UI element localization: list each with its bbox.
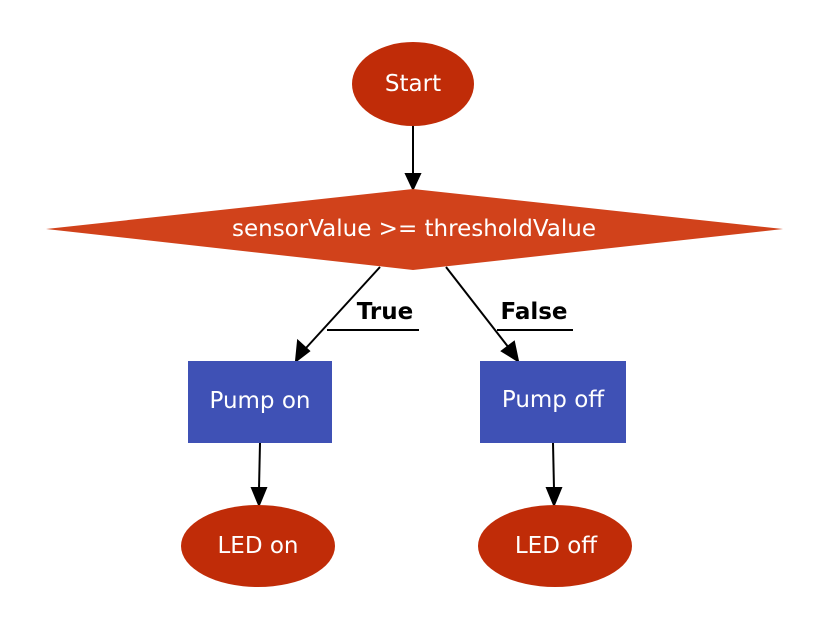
node-decision[interactable]: sensorValue >= thresholdValue [46, 189, 783, 270]
led-off-terminal-shape [478, 505, 632, 587]
arrowhead-icon [294, 338, 311, 364]
start-label: Start [385, 71, 441, 97]
edge-decision-to-pump-on: True [294, 266, 419, 364]
arrowhead-icon [250, 487, 268, 508]
node-pump-off[interactable]: Pump off [480, 361, 626, 443]
pump-on-label: Pump on [209, 388, 310, 414]
arrowhead-icon [500, 340, 520, 364]
start-terminal-shape [352, 42, 474, 126]
pump-off-process-shape [480, 361, 626, 443]
edge-label-true: True [357, 299, 413, 325]
arrowhead-icon [404, 173, 422, 192]
decision-label: sensorValue >= thresholdValue [232, 216, 596, 242]
pump-on-process-shape [188, 361, 332, 443]
pump-off-label: Pump off [502, 387, 605, 413]
led-on-label: LED on [217, 533, 298, 559]
led-off-label: LED off [515, 533, 598, 559]
node-start[interactable]: Start [352, 42, 474, 126]
edge-decision-to-pump-off: False [445, 266, 573, 364]
edge-pump-off-to-led-off [545, 442, 563, 508]
node-pump-on[interactable]: Pump on [188, 361, 332, 443]
node-led-off[interactable]: LED off [478, 505, 632, 587]
edge-label-false: False [500, 299, 567, 325]
decision-diamond-shape [46, 189, 783, 270]
edge-pump-on-to-led-on [250, 442, 268, 508]
edge-start-to-decision [404, 125, 422, 192]
node-led-on[interactable]: LED on [181, 505, 335, 587]
arrowhead-icon [545, 487, 563, 508]
led-on-terminal-shape [181, 505, 335, 587]
